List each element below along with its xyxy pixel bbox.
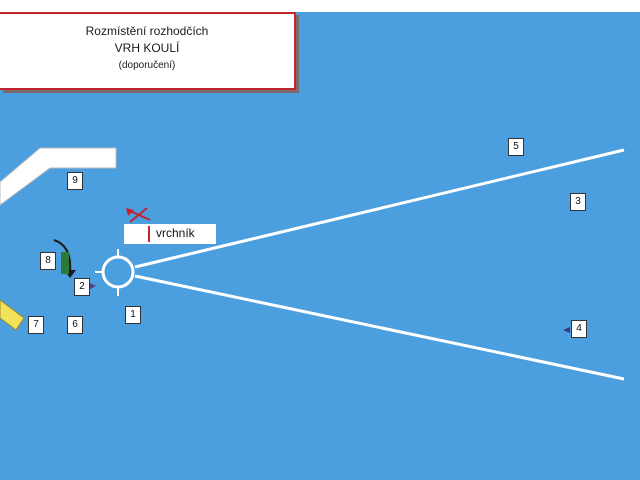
chief-judge-label: vrchník — [156, 226, 195, 240]
sector-line-lower — [134, 274, 625, 381]
marker-2: 2 — [74, 278, 90, 296]
marker-6: 6 — [67, 316, 83, 334]
marker-4: 4 — [571, 320, 587, 338]
chief-judge-divider — [148, 226, 150, 242]
marker-5: 5 — [508, 138, 524, 156]
field-background — [0, 12, 640, 480]
flag-icon-head — [126, 208, 134, 216]
title-line-3: (doporučení) — [118, 60, 176, 71]
title-box: Rozmístění rozhodčích VRH KOULÍ (doporuč… — [0, 12, 296, 90]
chief-judge-box: vrchník — [124, 224, 216, 244]
sector-line-upper — [134, 148, 625, 269]
title-line-2: VRH KOULÍ — [114, 41, 180, 55]
throwing-circle — [101, 255, 135, 289]
marker-9: 9 — [67, 172, 83, 190]
marker-7: 7 — [28, 316, 44, 334]
barrier-structure — [0, 147, 117, 206]
yellow-barrier — [0, 299, 25, 331]
marker-8: 8 — [40, 252, 56, 270]
flag-icon-stroke-2 — [129, 207, 148, 223]
pointer-icon-4 — [563, 327, 570, 333]
marker-3: 3 — [570, 193, 586, 211]
pointer-icon-2 — [90, 283, 96, 289]
marker-1: 1 — [125, 306, 141, 324]
title-line-1: Rozmístění rozhodčích — [85, 24, 209, 38]
judge-flag-icon — [61, 252, 69, 274]
rotation-arrow-icon — [53, 239, 72, 273]
